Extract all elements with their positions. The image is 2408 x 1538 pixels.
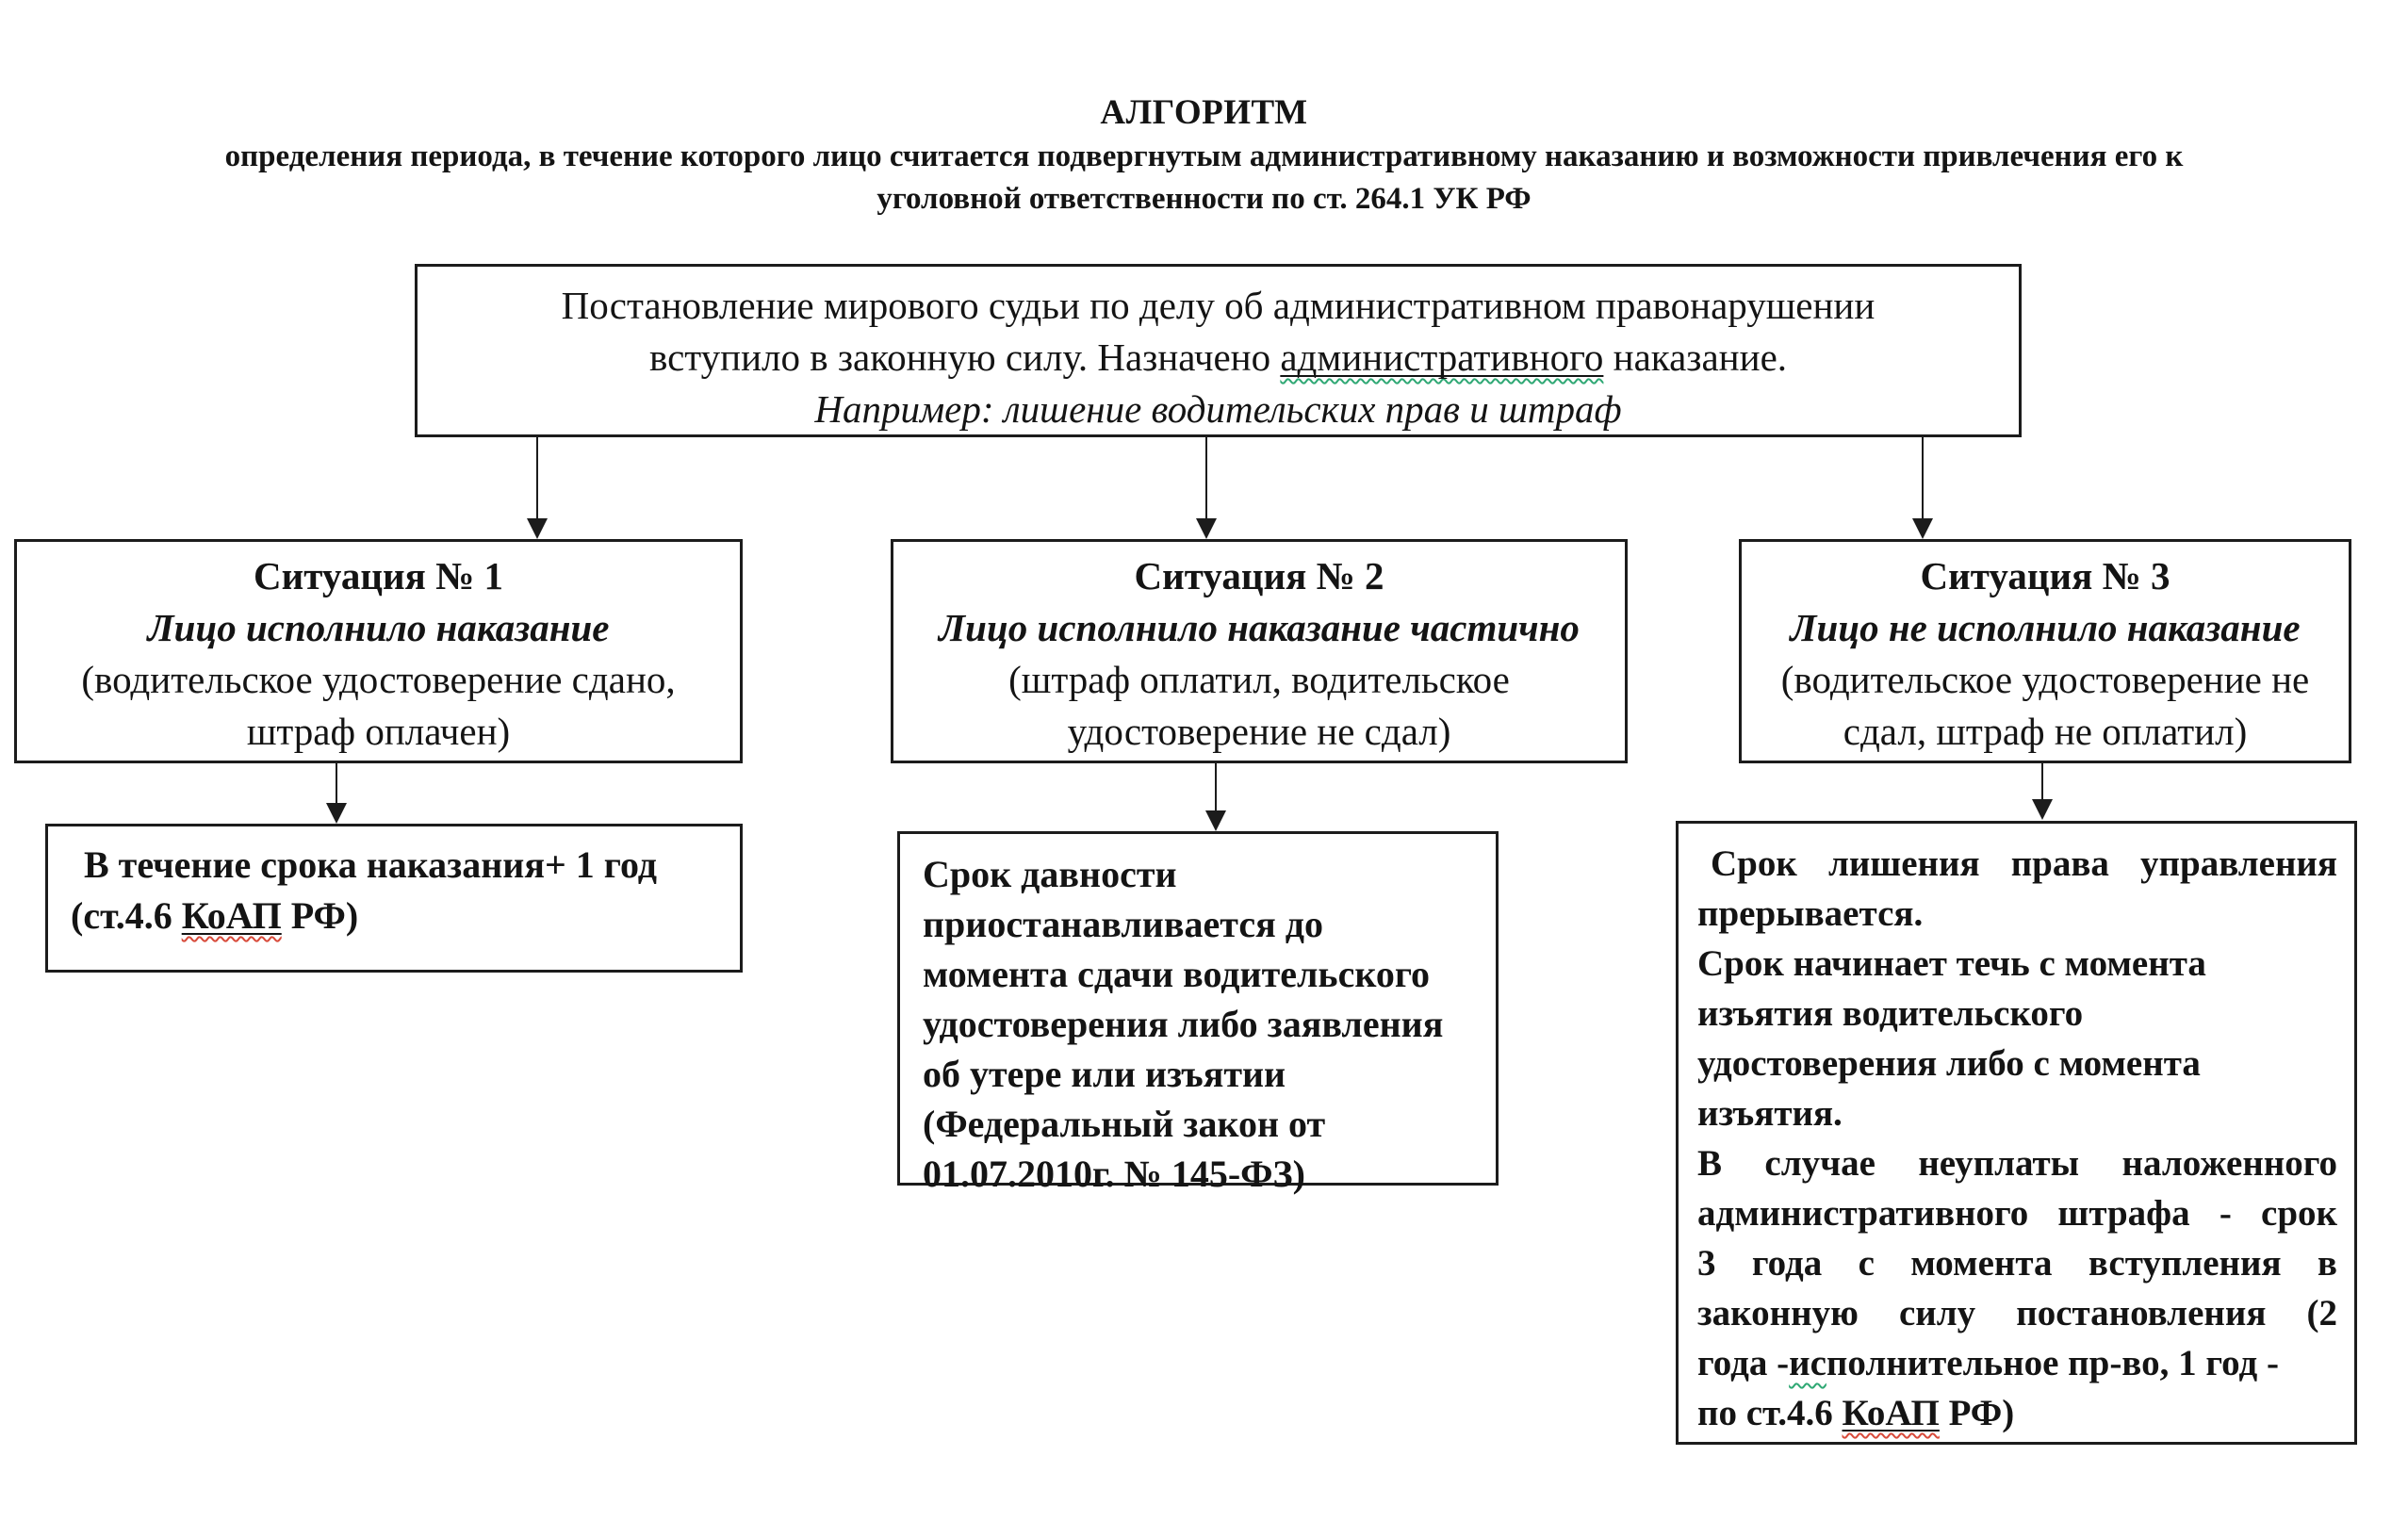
situation-3-detail-line1: (водительское удостоверение не [1780,658,2310,701]
situation-3-subheader: Лицо не исполнило наказание [1790,606,2301,649]
arrow-line-top-1 [536,436,538,520]
arrow-line-mid-3 [2041,763,2043,801]
arrow-down-icon [2032,799,2053,820]
situation-1-detail-line2: штраф оплачен) [246,710,511,753]
situation-3-detail-line2: сдал, штраф не оплатил) [1843,710,2248,753]
text-line: (Федеральный закон от [923,1103,1326,1145]
top-box-line2: вступило в законную силу. Назначено адми… [418,332,2019,384]
text-line: момента сдачи водительского [923,953,1431,995]
arrow-line-top-2 [1205,436,1207,520]
page-title: АЛГОРИТМ [1100,93,1308,132]
underlined-word: административного [1280,335,1603,379]
result-3-line12-post: РФ) [1939,1393,2015,1433]
top-box-line2-post: наказание. [1603,335,1788,379]
situation-1-subheader: Лицо исполнило наказание [147,606,610,649]
result-1-line1: В течение срока наказания+ 1 год [84,843,658,886]
text-line: прерывается. [1697,893,1924,934]
text-line: об утере или изъятии [923,1053,1286,1095]
situation-3-header: Ситуация № 3 [1920,554,2170,597]
arrow-down-icon [326,803,347,824]
top-box: Постановление мирового судьи по делу об … [415,264,2022,437]
underlined-word: КоАП [182,894,282,937]
text-line: административного штрафа - срок [1697,1193,2337,1234]
text-line: Срок давности [923,853,1177,895]
page-subtitle-line1: определения периода, в течение которого … [224,139,2184,173]
text-line: приостанавливается до [923,903,1323,945]
result-3-line11-post: полнительное пр-во, 1 год - [1826,1343,2279,1383]
text-line: по ст.4.6 КоАП РФ) [1697,1388,2337,1438]
result-1-line2: (ст.4.6 КоАП РФ) [71,891,723,941]
arrow-down-icon [527,518,548,539]
text-line: Срок лишения права управления [1711,843,2337,884]
text-line: удостоверения либо с момента [1697,1043,2201,1084]
title-block: АЛГОРИТМ определения периода, в течение … [0,90,2408,221]
situation-2-detail-line1: (штраф оплатил, водительское [1008,658,1510,701]
text-line: 01.07.2010г. № 145-ФЗ) [923,1153,1305,1195]
grammar-flagged-fragment: ис [1789,1343,1826,1383]
underlined-word: КоАП [1843,1393,1940,1433]
situation-2-detail-line2: удостоверение не сдал) [1067,710,1451,753]
spellcheck-flagged-word: КоАП [1842,1393,1940,1433]
situation-2-box: Ситуация № 2 Лицо исполнило наказание ча… [891,539,1628,763]
situation-1-detail-line1: (водительское удостоверение сдано, [81,658,676,701]
situation-3-box: Ситуация № 3 Лицо не исполнило наказание… [1739,539,2351,763]
text-line: удостоверения либо заявления [923,1003,1444,1045]
result-1-box: В течение срока наказания+ 1 год (ст.4.6… [45,824,743,973]
spellcheck-flagged-word: КоАП [181,894,282,937]
grammar-flagged-word: административного [1280,335,1604,379]
situation-1-header: Ситуация № 1 [254,554,503,597]
arrow-line-mid-1 [336,763,337,805]
result-2-box: Срок давности приостанавливается до моме… [897,831,1499,1195]
top-box-line1: Постановление мирового судьи по делу об … [561,284,1876,327]
result-3-box: Срок лишения права управления прерываетс… [1676,821,2357,1445]
page-subtitle-line2: уголовной ответственности по ст. 264.1 У… [876,182,1532,216]
text-line: года -исполнительное пр-во, 1 год - [1697,1338,2337,1388]
text-line: Срок начинает течь с момента [1697,943,2206,984]
top-box-example-line: Например: лишение водительских прав и шт… [814,387,1622,431]
text-line: изъятия. [1697,1093,1843,1134]
text-line: изъятия водительского [1697,993,2084,1034]
result-1-line2-pre: (ст.4.6 [71,894,182,937]
result-1-line2-post: РФ) [281,894,359,937]
situation-1-box: Ситуация № 1 Лицо исполнило наказание (в… [14,539,743,763]
text-line: законную силу постановления (2 [1697,1293,2337,1333]
arrow-line-top-3 [1922,436,1924,520]
situation-2-header: Ситуация № 2 [1134,554,1384,597]
text-line: В случае неуплаты наложенного [1697,1143,2337,1184]
arrow-down-icon [1205,810,1226,831]
arrow-down-icon [1196,518,1217,539]
arrow-line-mid-2 [1215,763,1217,812]
top-box-line2-pre: вступило в законную силу. Назначено [648,335,1281,379]
arrow-down-icon [1912,518,1933,539]
result-3-line12-pre: по ст.4.6 [1697,1393,1843,1433]
text-line: 3 года с момента вступления в [1697,1243,2337,1284]
situation-2-subheader: Лицо исполнило наказание частично [939,606,1580,649]
result-3-line11-pre: года - [1697,1343,1790,1383]
